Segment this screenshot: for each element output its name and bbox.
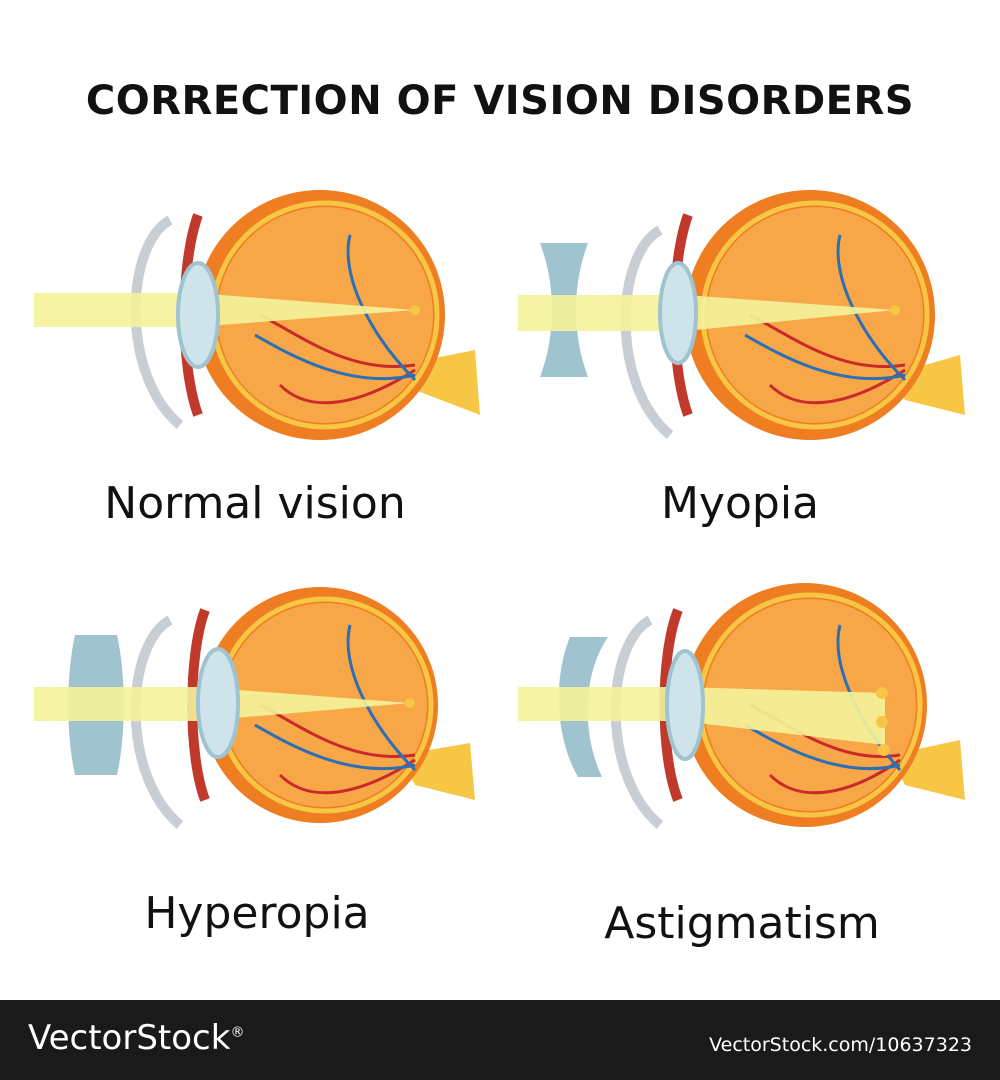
focus-point-2 [876, 716, 888, 728]
label-normal-vision: Normal vision [20, 478, 490, 529]
sclera-outline [136, 620, 180, 825]
sclera-outline [616, 620, 660, 825]
label-hyperopia: Hyperopia [22, 888, 492, 939]
image-credit: VectorStock.com/10637323 [709, 1034, 972, 1056]
eye-diagram-normal [20, 175, 490, 465]
eye-diagram-hyperopia [20, 575, 490, 865]
eye-diagram-astigmatism [510, 575, 980, 865]
focus-point [890, 305, 900, 315]
focus-point-3 [878, 744, 890, 756]
label-myopia: Myopia [505, 478, 975, 529]
eye-diagram-myopia [510, 185, 980, 475]
panel-normal-vision [20, 175, 490, 465]
panel-astigmatism [510, 575, 980, 865]
panel-myopia [510, 185, 980, 475]
watermark-bar: VectorStock® VectorStock.com/10637323 [0, 1000, 1000, 1080]
crystalline-lens [667, 651, 703, 759]
panel-hyperopia [20, 575, 490, 865]
vectorstock-logo: VectorStock® [28, 1018, 244, 1058]
crystalline-lens [178, 263, 218, 367]
focus-point-1 [876, 687, 888, 699]
brand-name: VectorStock [28, 1018, 230, 1058]
label-astigmatism: Astigmatism [507, 898, 977, 949]
page-title: CORRECTION OF VISION DISORDERS [0, 78, 1000, 124]
registered-mark: ® [230, 1025, 244, 1041]
crystalline-lens [198, 649, 238, 757]
focus-point [410, 305, 420, 315]
focus-point [405, 698, 415, 708]
crystalline-lens [660, 263, 696, 363]
